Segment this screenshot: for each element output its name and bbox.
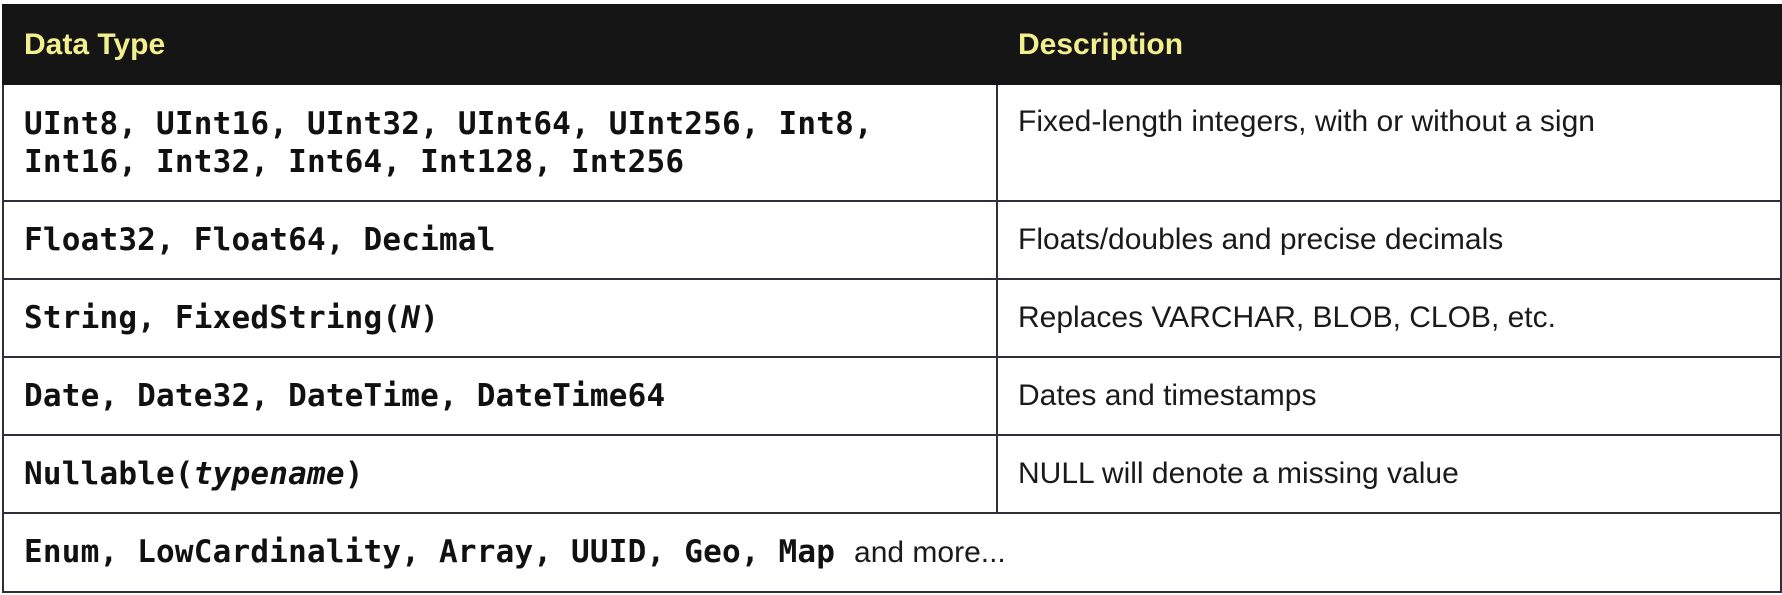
description-cell: NULL will denote a missing value bbox=[996, 434, 1782, 514]
data-type-cell: String, FixedString(N) bbox=[2, 278, 998, 358]
column-header-description: Description bbox=[996, 4, 1782, 85]
table-row: Date, Date32, DateTime, DateTime64 Dates… bbox=[2, 356, 1782, 436]
data-type-line: UInt8, UInt16, UInt32, UInt64, UInt256, … bbox=[24, 105, 873, 142]
and-more-text: and more... bbox=[854, 536, 1006, 569]
data-type-text: String, FixedString( bbox=[24, 300, 402, 336]
description-cell: Fixed-length integers, with or without a… bbox=[996, 83, 1782, 202]
description-cell: Floats/doubles and precise decimals bbox=[996, 200, 1782, 280]
column-header-data-type: Data Type bbox=[2, 4, 998, 85]
table-header-row: Data Type Description bbox=[2, 4, 1782, 85]
table-footer-row: Enum, LowCardinality, Array, UUID, Geo, … bbox=[2, 512, 1782, 593]
table-row: Nullable(typename) NULL will denote a mi… bbox=[2, 434, 1782, 514]
data-type-cell: UInt8, UInt16, UInt32, UInt64, UInt256, … bbox=[2, 83, 998, 202]
more-types-list: Enum, LowCardinality, Array, UUID, Geo, … bbox=[24, 534, 836, 570]
data-type-param: N bbox=[401, 300, 421, 336]
description-cell: Dates and timestamps bbox=[996, 356, 1782, 436]
description-cell: Replaces VARCHAR, BLOB, CLOB, etc. bbox=[996, 278, 1782, 358]
data-type-line: Int16, Int32, Int64, Int128, Int256 bbox=[24, 143, 685, 180]
data-type-cell: Date, Date32, DateTime, DateTime64 bbox=[2, 356, 998, 436]
table-row: UInt8, UInt16, UInt32, UInt64, UInt256, … bbox=[2, 83, 1782, 202]
data-type-text: ) bbox=[420, 300, 440, 336]
data-type-cell: Float32, Float64, Decimal bbox=[2, 200, 998, 280]
data-type-param: typename bbox=[193, 456, 345, 492]
data-type-cell: Nullable(typename) bbox=[2, 434, 998, 514]
data-type-text: ) bbox=[344, 456, 364, 492]
data-type-text: Nullable( bbox=[24, 456, 194, 492]
more-types-cell: Enum, LowCardinality, Array, UUID, Geo, … bbox=[2, 512, 1782, 593]
table-row: String, FixedString(N) Replaces VARCHAR,… bbox=[2, 278, 1782, 358]
table-row: Float32, Float64, Decimal Floats/doubles… bbox=[2, 200, 1782, 280]
data-types-table: Data Type Description UInt8, UInt16, UIn… bbox=[2, 4, 1782, 593]
